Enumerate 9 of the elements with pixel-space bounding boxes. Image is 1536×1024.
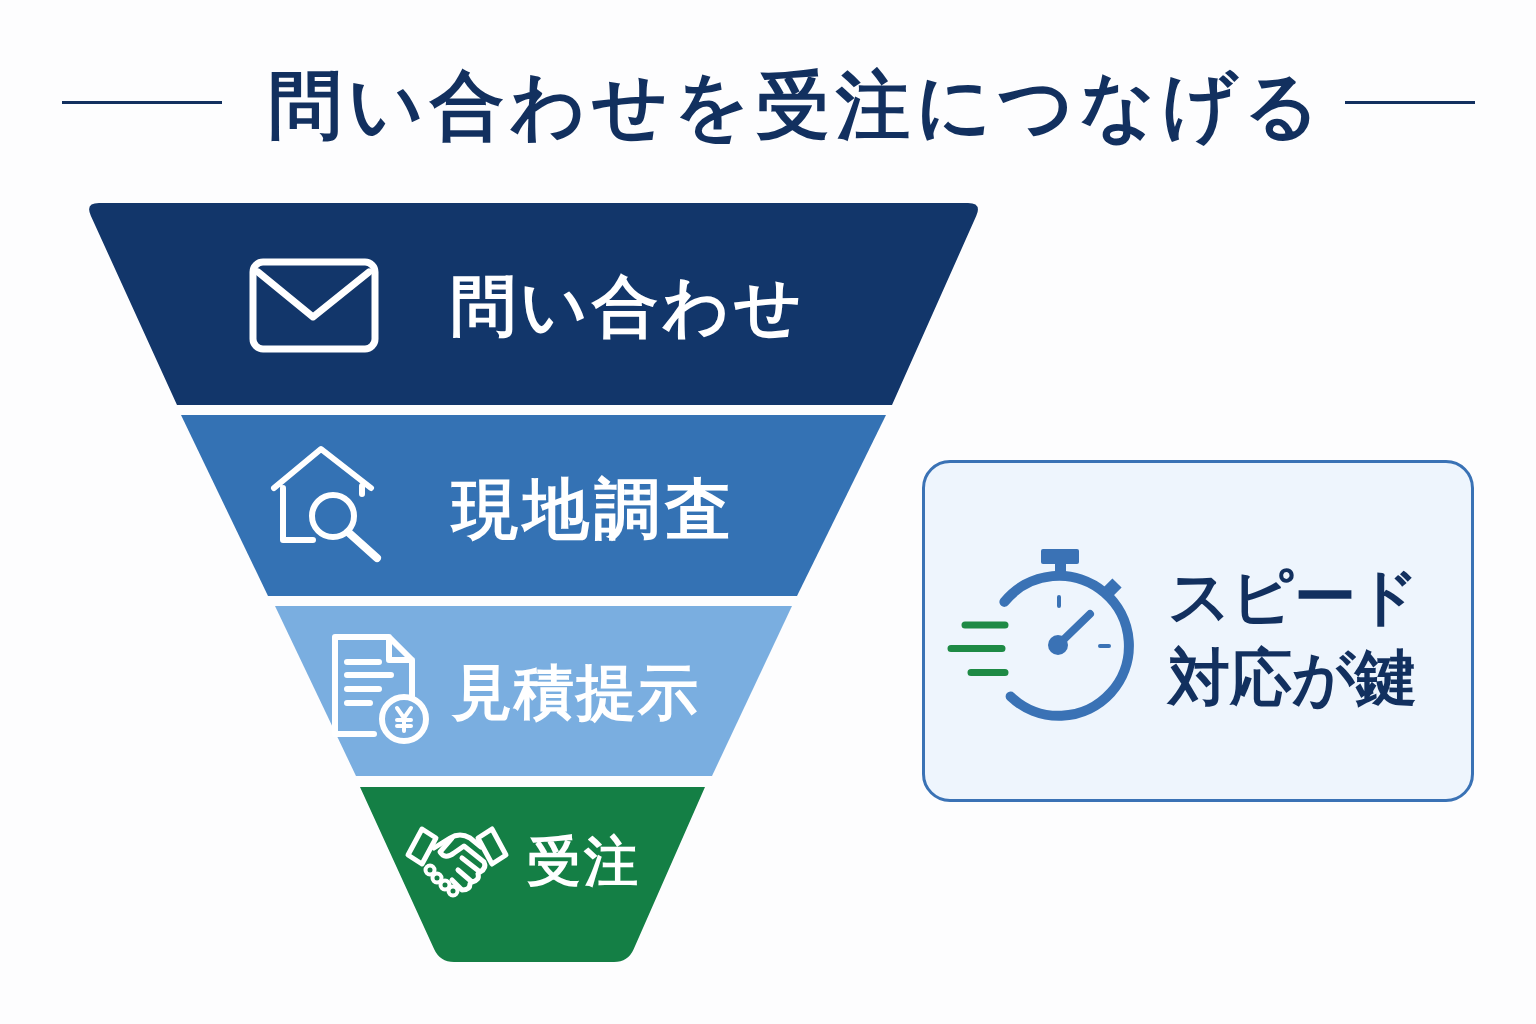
stage-label: 現地調査: [452, 477, 736, 543]
funnel-segment: [360, 787, 705, 962]
stage-label: 見積提示: [452, 662, 700, 722]
callout-text: スピード対応が鍵: [1168, 559, 1420, 716]
stage-label: 受注: [527, 835, 641, 889]
funnel-segment: [275, 606, 792, 776]
stage-label: 問い合わせ: [450, 274, 806, 340]
funnel-segment: [181, 415, 886, 596]
callout-box: [922, 460, 1474, 802]
